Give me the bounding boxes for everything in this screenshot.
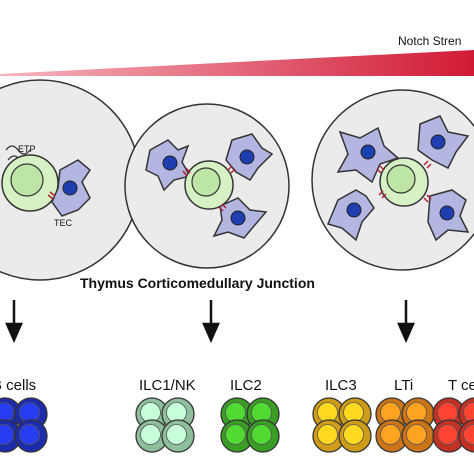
notch-ligand-contact [182, 165, 236, 212]
lineage-label-ilc2: ILC2 [230, 377, 262, 394]
etp-cell [1, 154, 59, 212]
cluster-t-cell [432, 397, 474, 453]
tec-nucleus [230, 210, 246, 226]
lineage-cell-clusters [0, 397, 474, 453]
lineage-cell-nucleus [140, 424, 161, 445]
etp-label: ETP [18, 144, 36, 154]
arrow-down-icon [5, 300, 23, 344]
arrow-down-icon [202, 300, 220, 344]
lineage-cell-nucleus [380, 424, 401, 445]
tec-nucleus [360, 144, 376, 160]
tec-nucleus [430, 134, 446, 150]
tec-nucleus [346, 202, 362, 218]
lineage-label-ilc1-nk: ILC1/NK [139, 377, 196, 394]
etp-nucleus [191, 167, 221, 197]
thymic-niche-mid-notch [124, 103, 290, 269]
thymic-niche-low-notch: ETP TEC [0, 79, 141, 281]
lineage-label-t-cell: T cell [448, 377, 474, 394]
lineage-cell-nucleus [225, 424, 246, 445]
lineage-cell-nucleus [19, 424, 40, 445]
notch-ligand-contact [376, 160, 432, 203]
lineage-cell-nucleus [406, 424, 427, 445]
lineage-cell-nucleus [251, 424, 272, 445]
tec-nucleus [239, 149, 255, 165]
cluster-lti [375, 397, 435, 453]
lineage-cell-nucleus [317, 424, 338, 445]
lineage-cell-nucleus [166, 424, 187, 445]
cluster-ilc1-nk [135, 397, 195, 453]
notch-strength-label: Notch Stren [398, 34, 461, 48]
lineage-cell-nucleus [343, 424, 364, 445]
lineage-cell-nucleus [437, 424, 458, 445]
arrow-down-icon [397, 300, 415, 344]
thymic-niche-high-notch [311, 89, 474, 271]
cluster-b-cells [0, 397, 48, 453]
notch-ligand-contact [47, 191, 56, 200]
cluster-ilc3 [312, 397, 372, 453]
lineage-cell-nucleus [0, 424, 14, 445]
cluster-ilc2 [220, 397, 280, 453]
lineage-label-lti: LTi [394, 377, 413, 394]
etp-nucleus [386, 164, 416, 194]
tec-cell [51, 159, 91, 217]
notch-strength-gradient [0, 50, 474, 76]
site-title: Thymus Corticomedullary Junction [80, 275, 315, 291]
tec-label: TEC [54, 218, 73, 228]
tec-nucleus [162, 155, 178, 171]
lineage-label-b-cells: B cells [0, 377, 36, 394]
lineage-label-ilc3: ILC3 [325, 377, 357, 394]
tec-nucleus [439, 205, 455, 221]
